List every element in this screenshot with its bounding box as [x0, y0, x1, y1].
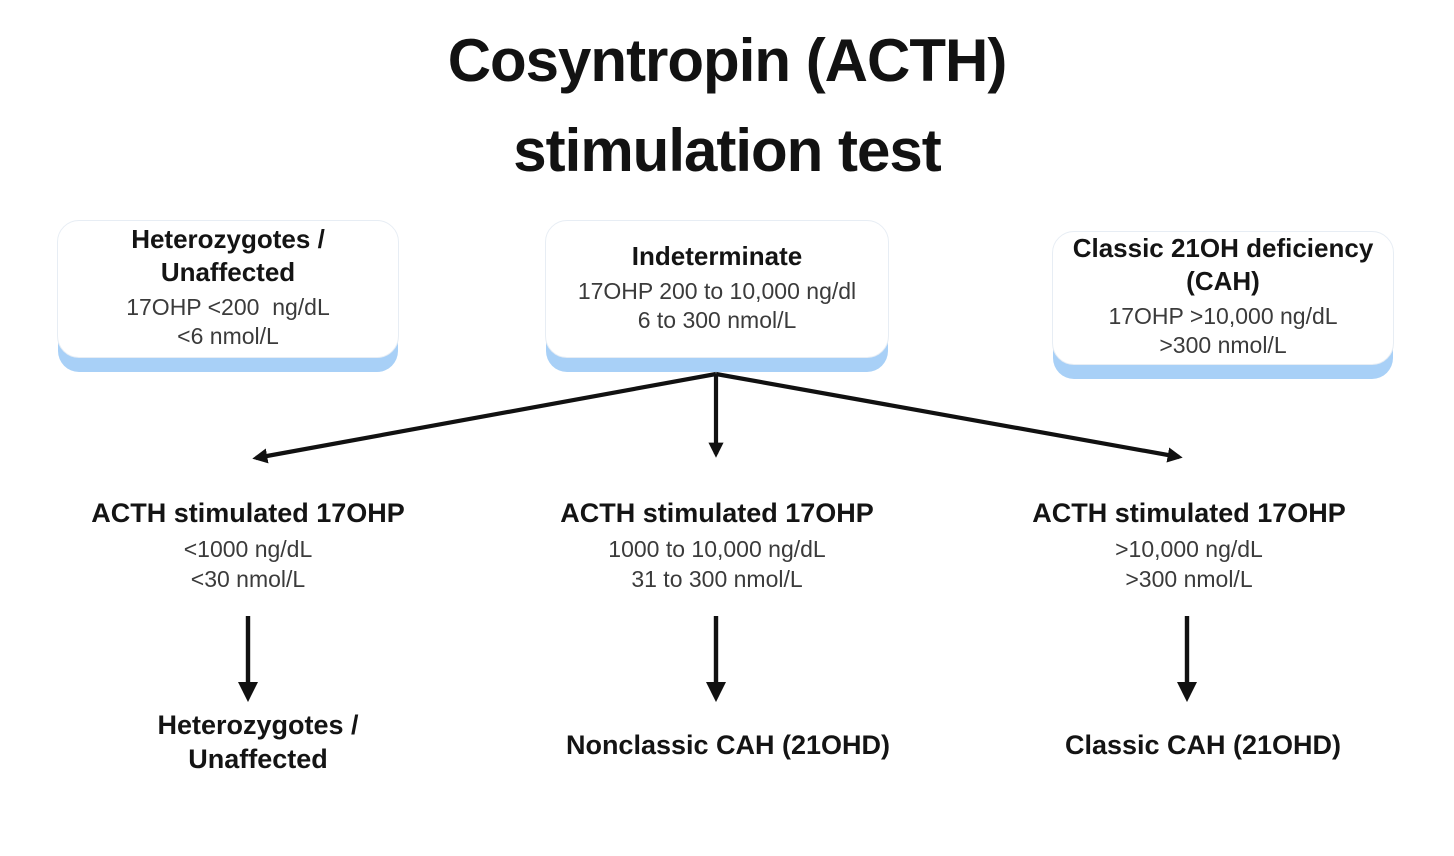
stimulated-result-left: ACTH stimulated 17OHP <1000 ng/dL <30 nm… — [18, 496, 478, 594]
box-heterozygotes-unaffected: Heterozygotes / Unaffected 17OHP <200 ng… — [57, 220, 399, 358]
box-value-ngdl: 17OHP <200 ng/dL — [126, 294, 330, 320]
box-value-ngdl: 17OHP 200 to 10,000 ng/dl — [577, 277, 857, 304]
stimulated-heading: ACTH stimulated 17OHP — [560, 498, 874, 528]
box-title: Heterozygotes / Unaffected — [131, 224, 325, 287]
box-classic-21oh-deficiency: Classic 21OH deficiency (CAH) 17OHP >10,… — [1052, 231, 1394, 365]
arrow-branch-left — [252, 371, 717, 464]
stimulated-heading: ACTH stimulated 17OHP — [1032, 498, 1346, 528]
outcome-heterozygotes-unaffected: Heterozygotes / Unaffected — [157, 710, 359, 774]
stimulated-heading: ACTH stimulated 17OHP — [91, 498, 405, 528]
box-value-ngdl: 17OHP >10,000 ng/dL — [1108, 303, 1338, 329]
stimulated-value-nmol: >300 nmol/L — [1125, 566, 1253, 592]
stimulated-value-ngdl: <1000 ng/dL — [183, 536, 313, 562]
box-indeterminate: Indeterminate 17OHP 200 to 10,000 ng/dl … — [545, 220, 889, 358]
stimulated-result-right: ACTH stimulated 17OHP >10,000 ng/dL >300… — [959, 496, 1419, 594]
stimulated-result-center: ACTH stimulated 17OHP 1000 to 10,000 ng/… — [487, 496, 947, 594]
stimulated-value-nmol: <30 nmol/L — [190, 566, 306, 592]
outcome-classic-cah: Classic CAH (21OHD) — [1064, 730, 1342, 760]
box-title: Indeterminate — [631, 240, 803, 271]
box-value-nmol: 6 to 300 nmol/L — [637, 306, 797, 333]
box-value-nmol: >300 nmol/L — [1159, 332, 1287, 358]
arrow-branch-right — [715, 371, 1183, 463]
box-title: Classic 21OH deficiency (CAH) — [1072, 233, 1374, 296]
stimulated-value-nmol: 31 to 300 nmol/L — [631, 566, 803, 592]
stimulated-value-ngdl: >10,000 ng/dL — [1115, 536, 1263, 562]
box-value-nmol: <6 nmol/L — [177, 323, 279, 349]
outcome-nonclassic-cah: Nonclassic CAH (21OHD) — [565, 730, 891, 760]
page-title: Cosyntropin (ACTH) stimulation test — [447, 27, 1008, 184]
stimulated-value-ngdl: 1000 to 10,000 ng/dL — [608, 536, 826, 562]
